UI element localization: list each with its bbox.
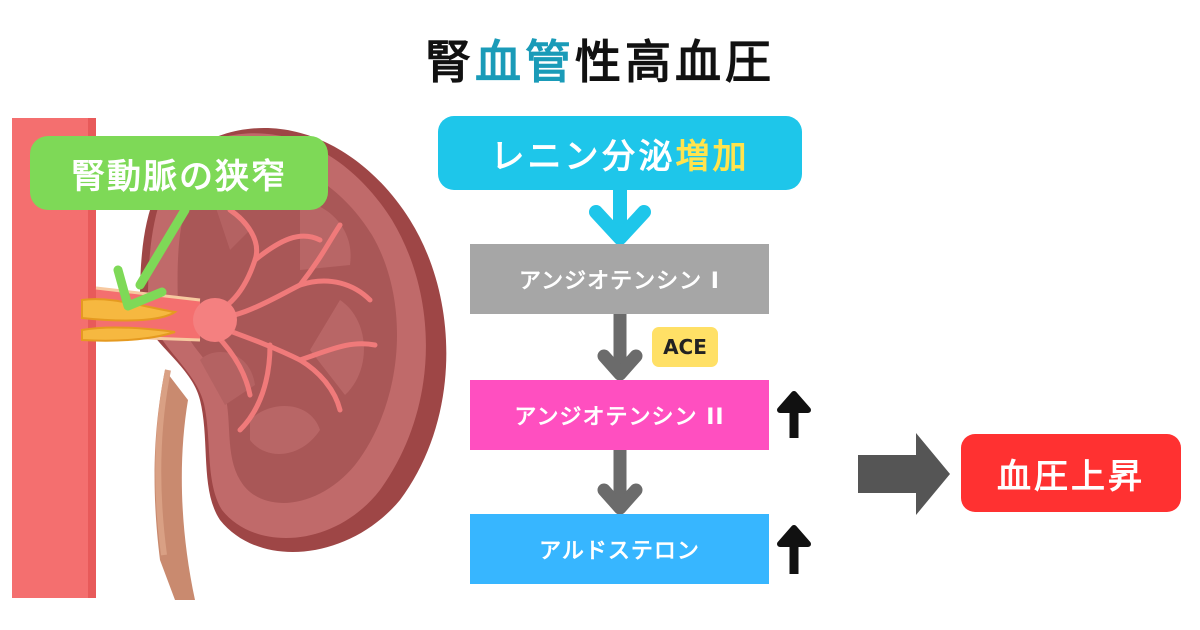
pointer-arrow-head: [113, 265, 167, 311]
ace-badge: ACE: [652, 327, 718, 367]
down-arrow-icon: [589, 190, 651, 245]
renin-text: レニン分泌: [490, 136, 676, 177]
pointer-arrow-shaft: [135, 205, 190, 290]
angiotensin-1-box: アンジオテンシン I: [470, 244, 769, 314]
blood-pressure-rise-box: 血圧上昇: [961, 434, 1181, 512]
up-arrow-icon: [777, 391, 811, 438]
down-arrow-icon: [597, 450, 643, 515]
title-part-kidney: 腎: [425, 35, 475, 89]
stenosis-callout: 腎動脈の狭窄: [30, 136, 328, 210]
up-arrow-icon: [777, 525, 811, 574]
title-part-hypertension: 性高血圧: [575, 35, 775, 89]
down-arrow-icon: [597, 314, 643, 381]
renin-secretion-box: レニン分泌増加: [438, 116, 802, 190]
page-title: 腎血管性高血圧: [0, 26, 1200, 92]
right-arrow-icon: [858, 433, 950, 515]
increase-text: 増加: [675, 136, 750, 177]
angiotensin-2-box: アンジオテンシン II: [470, 380, 769, 450]
title-part-vascular: 血管: [475, 35, 575, 89]
aldosterone-box: アルドステロン: [470, 514, 769, 584]
